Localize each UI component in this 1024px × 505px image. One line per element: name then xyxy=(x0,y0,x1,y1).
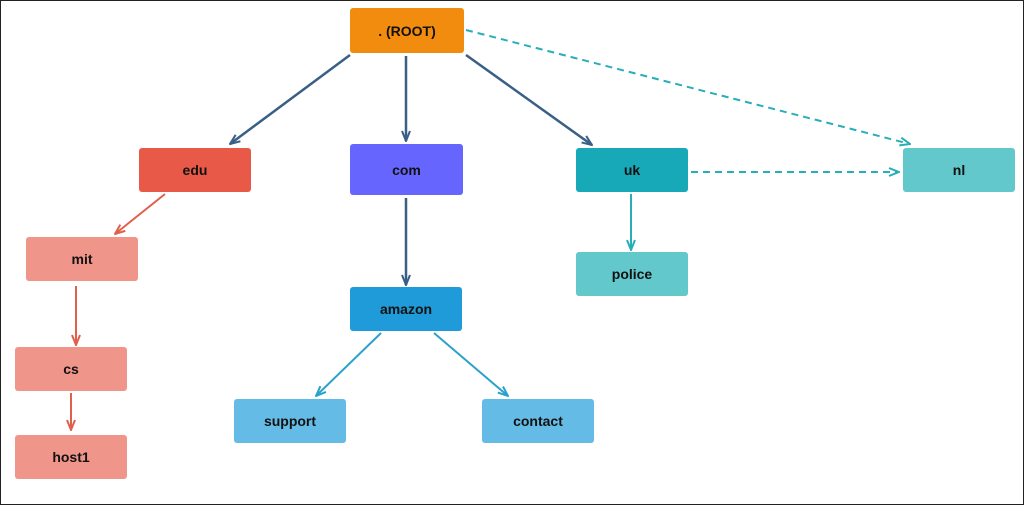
node-com: com xyxy=(350,144,463,195)
node-host1: host1 xyxy=(15,435,127,479)
edge-edu-mit xyxy=(115,193,166,234)
node-nl: nl xyxy=(903,148,1015,192)
edge-amazon-contact xyxy=(433,332,508,396)
edge-root-edu xyxy=(230,53,351,144)
node-uk: uk xyxy=(576,148,688,192)
node-support: support xyxy=(234,399,346,443)
edge-root-uk xyxy=(465,53,592,145)
node-edu: edu xyxy=(139,148,251,192)
node-police: police xyxy=(576,252,688,296)
node-cs: cs xyxy=(15,347,127,391)
edge-root-nl xyxy=(465,29,910,144)
node-contact: contact xyxy=(482,399,594,443)
node-amazon: amazon xyxy=(350,287,462,331)
node-mit: mit xyxy=(26,237,138,281)
node-root: . (ROOT) xyxy=(350,8,464,53)
edge-amazon-support xyxy=(316,332,382,396)
